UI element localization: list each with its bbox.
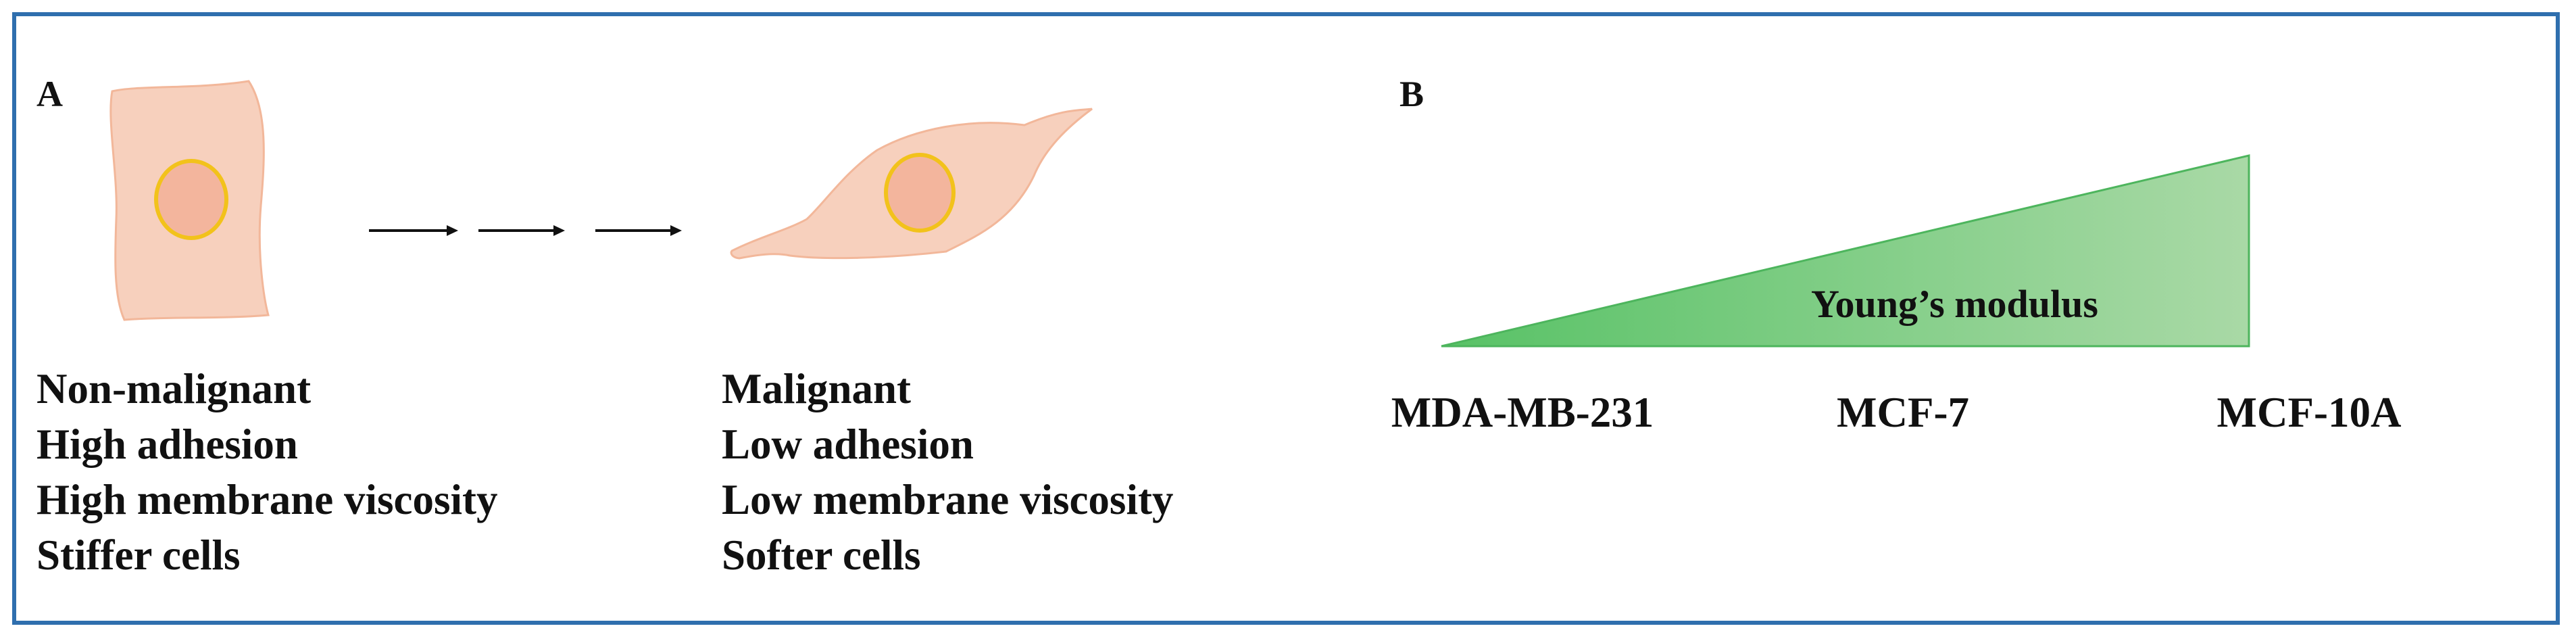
malignant-line-4: Softer cells bbox=[722, 531, 921, 579]
panel-b-label: B bbox=[1400, 74, 1425, 114]
malignant-line-1: Malignant bbox=[722, 365, 912, 412]
non-malignant-properties: Non-malignant High adhesion High membran… bbox=[36, 361, 497, 583]
non-malignant-line-4: Stiffer cells bbox=[36, 531, 241, 579]
malignant-line-3: Low membrane viscosity bbox=[722, 476, 1174, 523]
panel-a-label: A bbox=[36, 74, 63, 114]
cell-line-mda-mb-231: MDA-MB-231 bbox=[1391, 389, 1654, 436]
malignant-line-2: Low adhesion bbox=[722, 421, 974, 468]
cell-line-mcf-7: MCF-7 bbox=[1837, 389, 1969, 436]
non-malignant-line-1: Non-malignant bbox=[36, 365, 312, 412]
cell-line-mcf-10a: MCF-10A bbox=[2216, 389, 2402, 436]
non-malignant-line-3: High membrane viscosity bbox=[36, 476, 498, 523]
non-malignant-line-2: High adhesion bbox=[36, 421, 298, 468]
malignant-properties: Malignant Low adhesion Low membrane visc… bbox=[722, 361, 1173, 583]
